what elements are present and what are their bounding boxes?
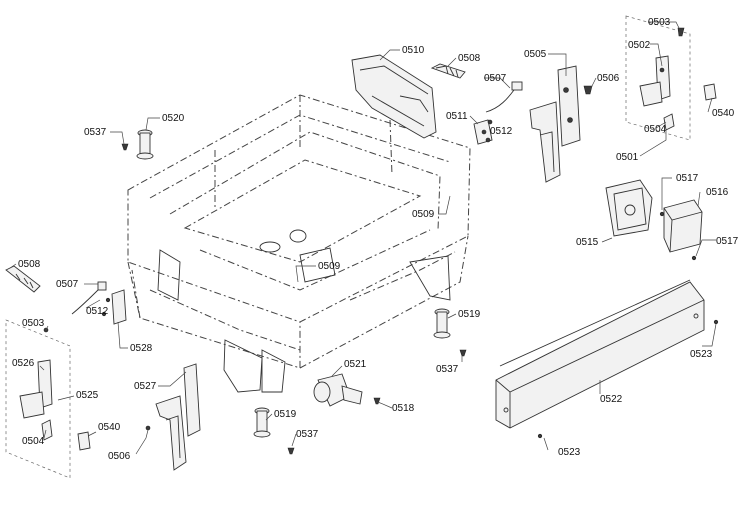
part-0507-upper-shape (485, 81, 523, 113)
part-0540-upper-shape (703, 83, 717, 101)
label-0522: 0522 (600, 394, 623, 405)
label-0503-upper: 0503 (648, 17, 671, 28)
label-0515: 0515 (576, 237, 599, 248)
label-0507-upper: 0507 (484, 73, 507, 84)
label-0502: 0502 (628, 40, 651, 51)
label-0516: 0516 (706, 187, 729, 198)
label-0537-a: 0537 (84, 127, 107, 138)
part-0522-panel-shape (495, 279, 719, 439)
label-0526: 0526 (12, 358, 35, 369)
label-0506-lower: 0506 (108, 451, 131, 462)
label-0501: 0501 (616, 152, 639, 163)
foot-0519b-shape (253, 407, 271, 438)
screw-0537a-shape (121, 143, 129, 151)
callout-box-0525 (5, 319, 71, 479)
leader-lines (9, 21, 717, 455)
label-0520: 0520 (162, 113, 185, 124)
label-0519-b: 0519 (274, 409, 297, 420)
label-0523-right: 0523 (690, 349, 713, 360)
label-0508-upper: 0508 (458, 53, 481, 64)
label-0503-lower: 0503 (22, 318, 45, 329)
label-0508-lower: 0508 (18, 259, 41, 270)
part-0527-shape (145, 363, 201, 471)
label-0518: 0518 (392, 403, 415, 414)
label-0505: 0505 (524, 49, 547, 60)
label-0512-lower: 0512 (86, 306, 109, 317)
foot-0520-shape (136, 129, 154, 160)
label-0523-bottom: 0523 (558, 447, 581, 458)
label-0525: 0525 (76, 390, 99, 401)
screw-0537c-shape (287, 447, 295, 455)
label-0540-upper: 0540 (712, 108, 735, 119)
label-0506-upper: 0506 (597, 73, 620, 84)
label-0510: 0510 (402, 45, 425, 56)
part-0505-shape (529, 65, 581, 183)
label-0504-upper: 0504 (644, 124, 667, 135)
part-0506-upper-shape (583, 85, 593, 95)
label-0537-b: 0537 (436, 364, 459, 375)
screw-0537b-shape (459, 349, 467, 357)
part-0510-shape (351, 54, 437, 139)
label-0537-c: 0537 (296, 429, 319, 440)
part-labels: 0503 0502 0506 0505 0510 0508 0507 0511 … (12, 17, 739, 462)
screw-0518-shape (373, 397, 381, 405)
part-0508-upper-shape (430, 63, 466, 79)
part-0516-shape (663, 199, 703, 253)
label-0512-upper: 0512 (490, 126, 513, 137)
label-0511: 0511 (446, 111, 468, 122)
part-0528-shape (101, 289, 127, 325)
label-0504-lower: 0504 (22, 436, 45, 447)
label-0509-lower: 0509 (318, 261, 341, 272)
label-0517-b: 0517 (716, 236, 739, 247)
label-0519-a: 0519 (458, 309, 481, 320)
label-0527: 0527 (134, 381, 157, 392)
part-0540-lower-shape (77, 431, 91, 451)
callout-box-0501 (625, 15, 691, 141)
label-0517-a: 0517 (676, 173, 699, 184)
part-0521-shape (313, 373, 363, 407)
tub-frame (127, 94, 471, 393)
foot-0519a-shape (433, 308, 451, 339)
screw-0517-shapes (659, 211, 697, 261)
part-0507-lower-shape (71, 281, 107, 315)
part-0515-shape (605, 179, 653, 237)
label-0509-upper: 0509 (412, 209, 435, 220)
label-0528: 0528 (130, 343, 153, 354)
label-0507-lower: 0507 (56, 279, 79, 290)
label-0540-lower: 0540 (98, 422, 121, 433)
label-0521: 0521 (344, 359, 367, 370)
